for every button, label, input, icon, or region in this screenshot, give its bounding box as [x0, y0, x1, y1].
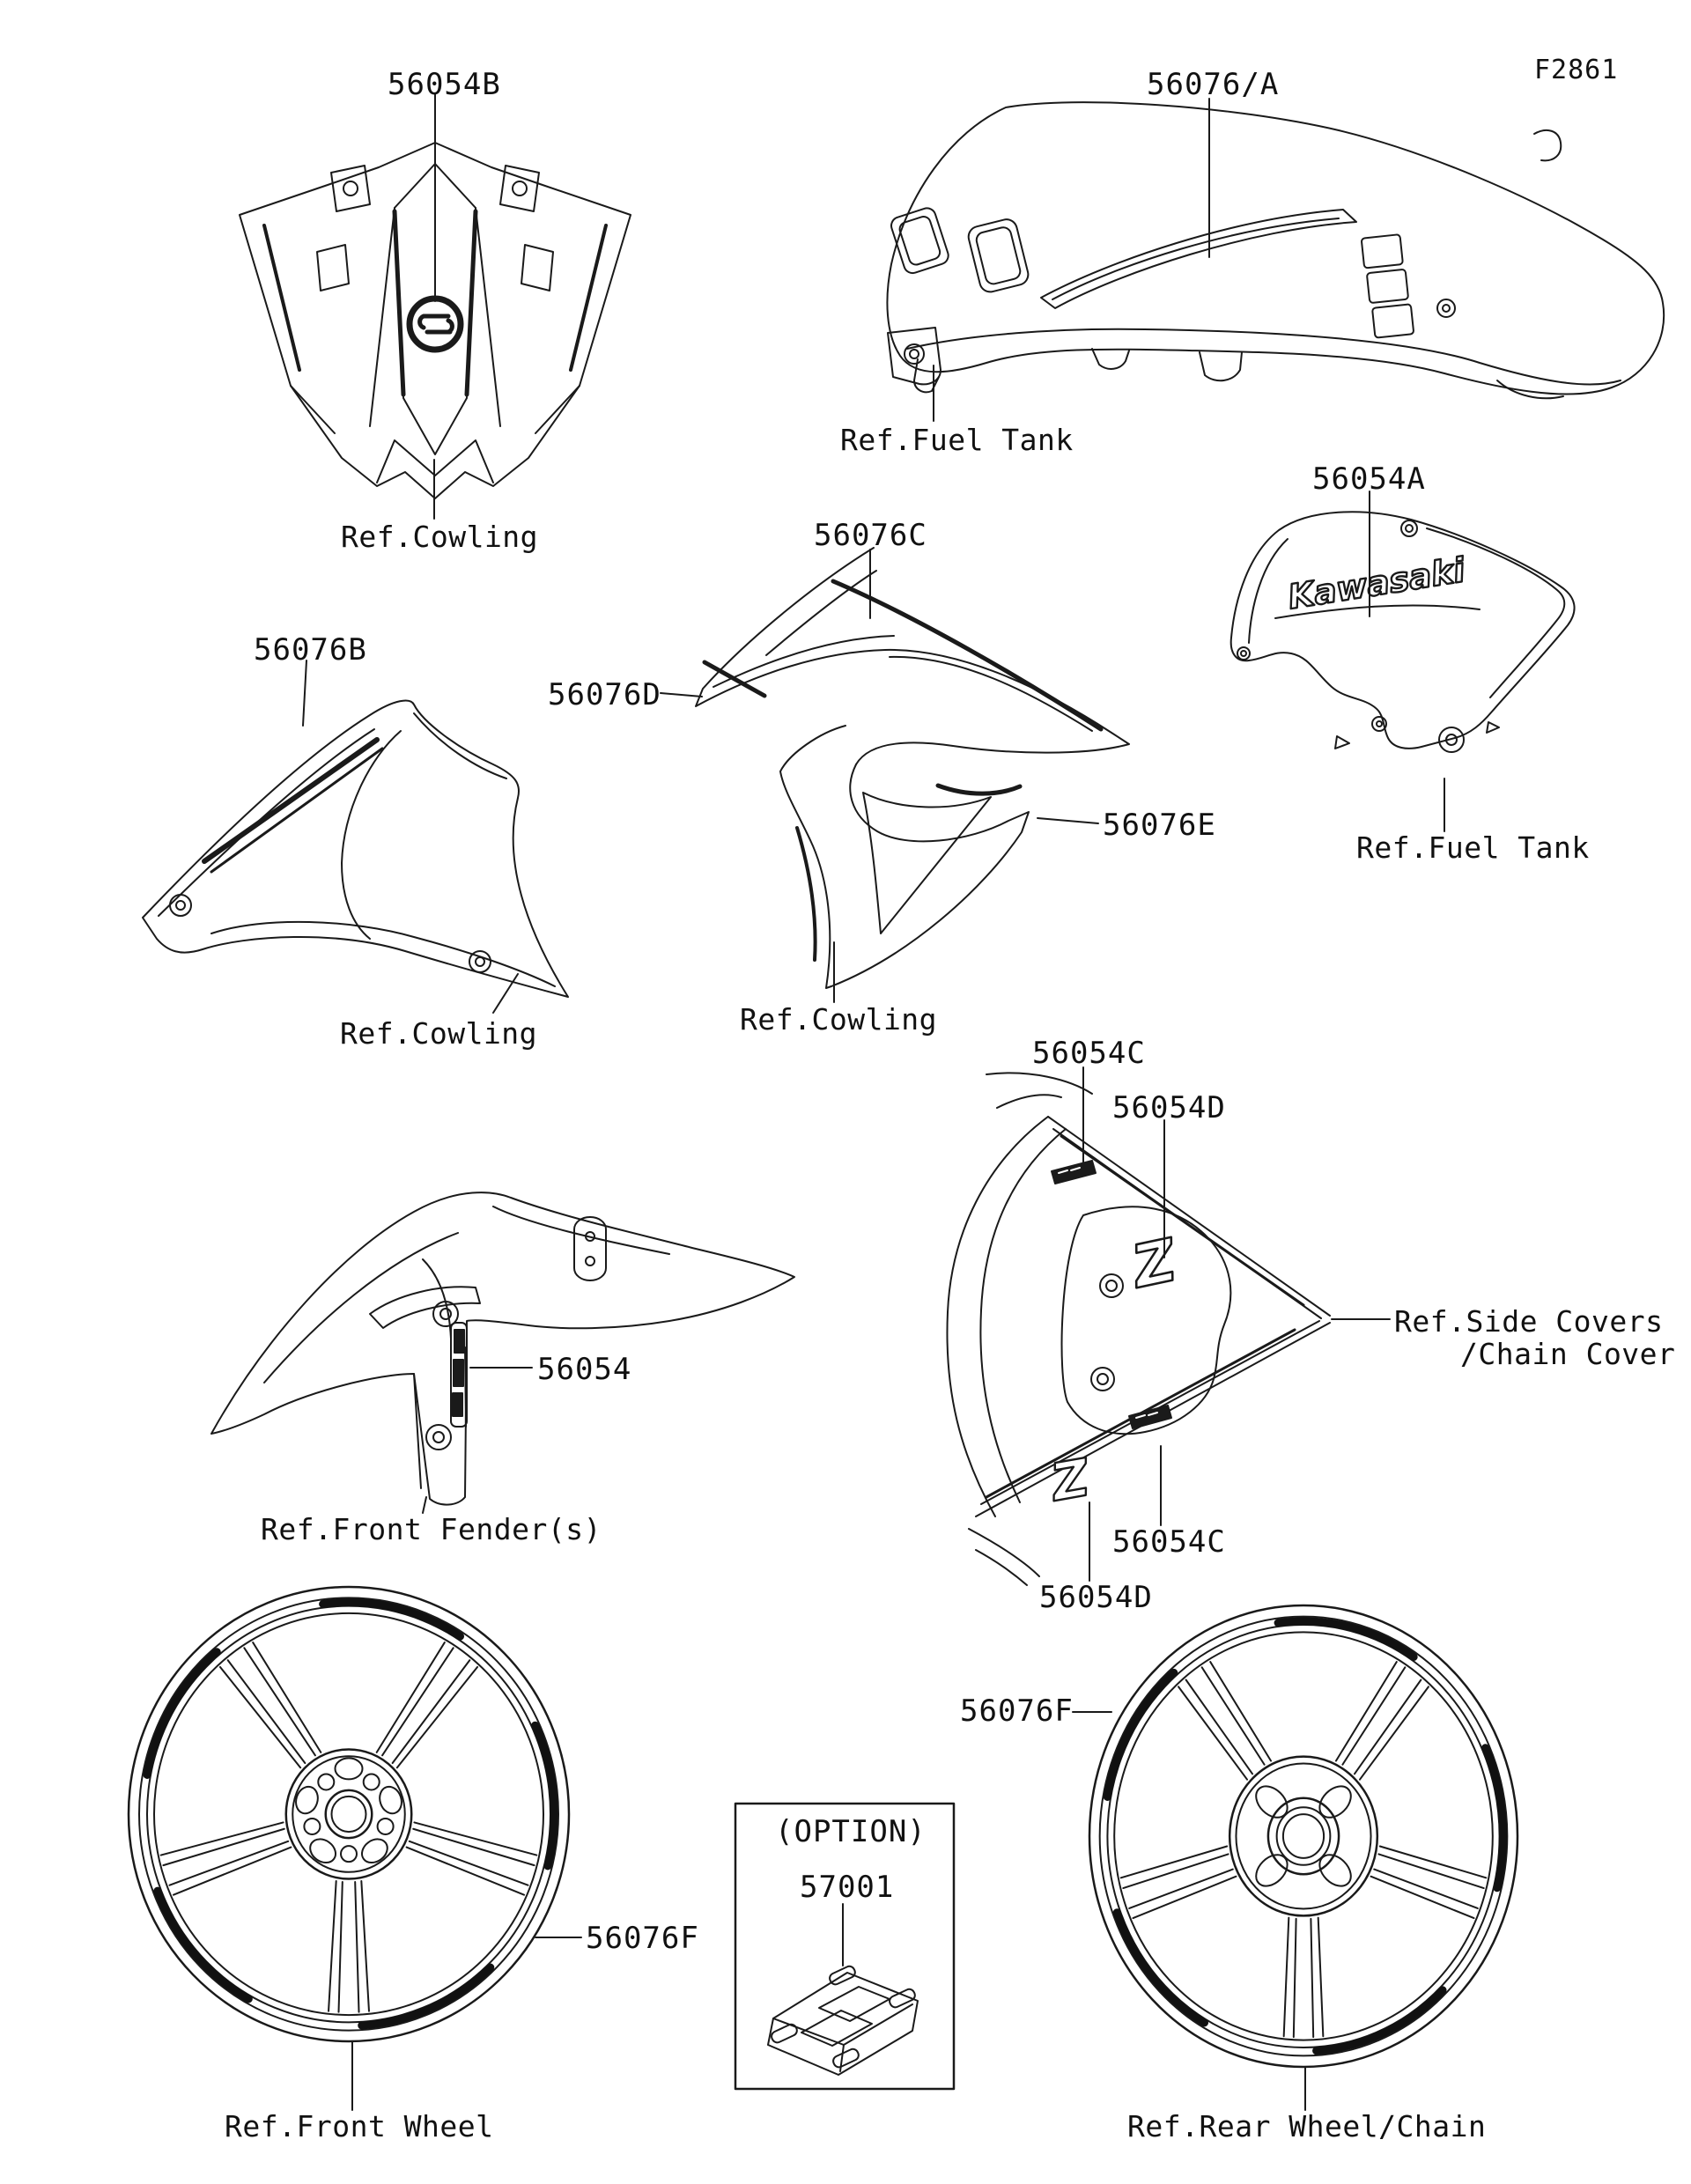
front-wheel-drawing — [127, 1585, 571, 2043]
ref-label-rear-wheel: Ref.Rear Wheel/Chain — [1127, 2109, 1487, 2143]
z-logo-decal-top: Z — [1125, 1226, 1183, 1302]
front-fender-drawing — [210, 1192, 795, 1506]
middle-cowling-drawing — [695, 547, 1130, 989]
front-cowling-drawing — [239, 142, 631, 499]
ref-label-cowling-1: Ref.Cowling — [341, 520, 539, 554]
part-label-56076d: 56076D — [548, 677, 661, 712]
part-label-56076c: 56076C — [814, 518, 927, 553]
part-label-56076-a: 56076/A — [1147, 67, 1280, 102]
ref-label-cowling-2: Ref.Cowling — [340, 1016, 538, 1051]
ref-label-front-fender: Ref.Front Fender(s) — [261, 1512, 602, 1546]
left-side-cowling-drawing — [142, 699, 569, 998]
part-label-57001: 57001 — [800, 1870, 895, 1905]
ref-label-side-covers: Ref.Side Covers — [1394, 1304, 1664, 1339]
part-label-56076e: 56076E — [1103, 808, 1216, 843]
rear-wheel-drawing — [1088, 1604, 1519, 2069]
part-label-56076f-front: 56076F — [586, 1921, 699, 1956]
fuel-tank-cover-drawing — [886, 101, 1665, 400]
tail-side-covers-drawing: Z Z — [946, 1072, 1331, 1586]
part-label-56054b: 56054B — [388, 67, 501, 102]
ref-label-chain-cover: /Chain Cover — [1460, 1337, 1676, 1371]
part-label-56054c-bottom: 56054C — [1112, 1524, 1226, 1560]
option-box-drawing — [734, 1802, 956, 2091]
figure-code-label: F2861 — [1534, 55, 1619, 85]
part-label-56054: 56054 — [537, 1352, 632, 1387]
part-label-56076f-rear: 56076F — [960, 1693, 1074, 1729]
part-label-56054c-top: 56054C — [1032, 1036, 1146, 1071]
part-label-56054d-top: 56054D — [1112, 1090, 1226, 1125]
ref-label-fuel-tank-2: Ref.Fuel Tank — [1356, 830, 1590, 865]
part-label-56076b: 56076B — [254, 632, 367, 668]
ref-label-fuel-tank-1: Ref.Fuel Tank — [840, 423, 1074, 457]
kawasaki-side-panel-drawing: Kawasaki — [1229, 511, 1576, 753]
z-logo-decal-bottom: Z — [1045, 1447, 1095, 1513]
part-label-56054a: 56054A — [1312, 461, 1426, 497]
ref-label-cowling-3: Ref.Cowling — [740, 1002, 938, 1037]
ref-label-front-wheel: Ref.Front Wheel — [225, 2109, 494, 2143]
part-label-56054d-bottom: 56054D — [1039, 1580, 1153, 1615]
option-label: (OPTION) — [775, 1814, 927, 1849]
leader-lines — [302, 92, 1445, 2111]
